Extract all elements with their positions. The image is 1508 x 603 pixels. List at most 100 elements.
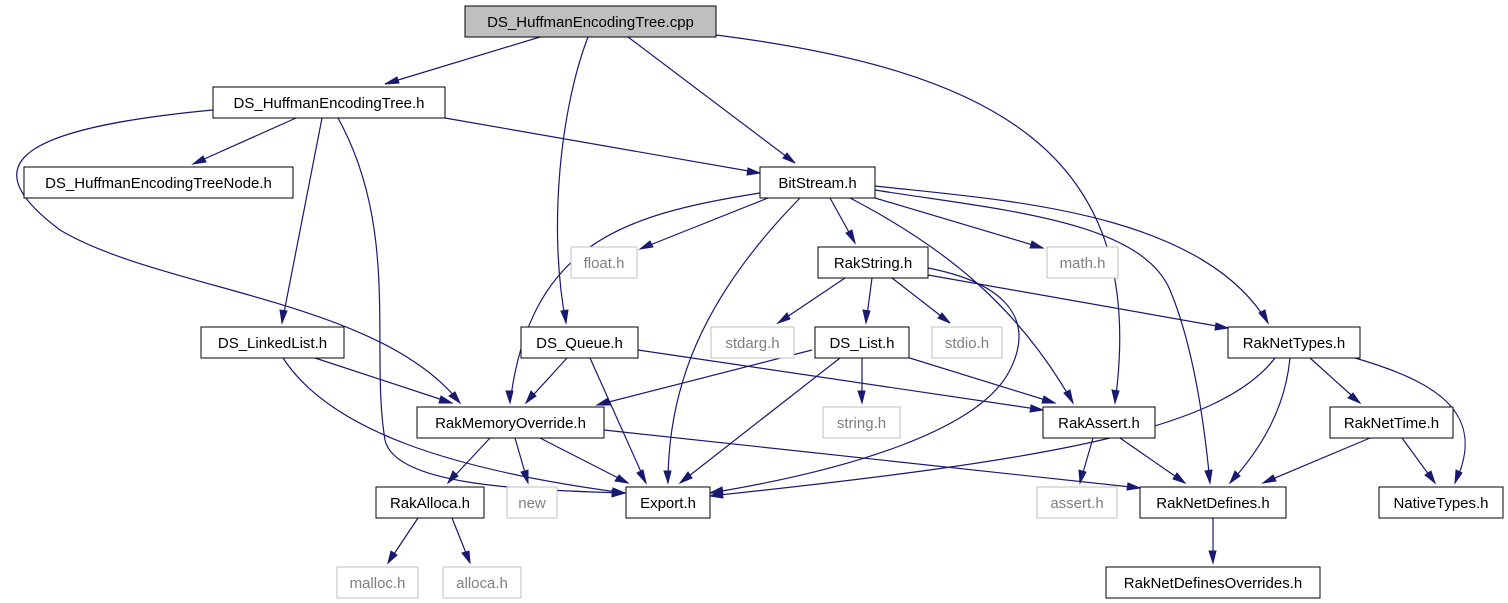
svg-text:DS_HuffmanEncodingTree.cpp: DS_HuffmanEncodingTree.cpp <box>487 14 694 31</box>
node-huffman-encoding-tree-cpp[interactable]: DS_HuffmanEncodingTree.cpp <box>464 5 717 38</box>
edge-bs-to-rnt <box>874 185 1269 325</box>
svg-text:DS_HuffmanEncodingTreeNode.h: DS_HuffmanEncodingTreeNode.h <box>45 175 272 192</box>
node-list-h[interactable]: DS_List.h <box>814 326 910 359</box>
edge-rnt-to-rtime <box>1309 357 1362 405</box>
edge-rmo-to-new <box>514 437 529 485</box>
node-layer: DS_HuffmanEncodingTree.cpp DS_HuffmanEnc… <box>23 5 1504 599</box>
svg-text:RakString.h: RakString.h <box>834 255 912 272</box>
svg-text:float.h: float.h <box>584 255 625 272</box>
node-rakassert-h[interactable]: RakAssert.h <box>1042 406 1156 439</box>
node-raknettime-h[interactable]: RakNetTime.h <box>1329 406 1454 439</box>
svg-text:DS_HuffmanEncodingTree.h: DS_HuffmanEncodingTree.h <box>234 95 425 112</box>
edge-het-to-hetn <box>191 117 297 165</box>
svg-text:RakNetTypes.h: RakNetTypes.h <box>1243 335 1346 352</box>
edge-bs-to-rakstring <box>829 197 856 245</box>
edge-layer <box>16 34 1466 565</box>
node-alloca-h[interactable]: alloca.h <box>442 566 522 599</box>
svg-text:stdio.h: stdio.h <box>945 335 989 352</box>
node-rakmemoryoverride-h[interactable]: RakMemoryOverride.h <box>416 406 605 439</box>
node-queue-h[interactable]: DS_Queue.h <box>520 326 639 359</box>
edge-list-to-string <box>857 358 866 405</box>
node-raknetdefinesoverrides-h[interactable]: RakNetDefinesOverrides.h <box>1105 566 1321 599</box>
edge-rakalloca-to-alloca <box>451 517 471 565</box>
node-math-h[interactable]: math.h <box>1046 246 1119 279</box>
edge-rs-to-list <box>862 277 873 325</box>
svg-text:BitStream.h: BitStream.h <box>778 175 856 192</box>
edge-rtime-to-rnd <box>1261 437 1371 484</box>
edge-rmo-to-export <box>539 437 630 484</box>
svg-text:stdarg.h: stdarg.h <box>725 335 779 352</box>
svg-text:DS_Queue.h: DS_Queue.h <box>536 335 623 352</box>
edge-rakalloca-to-malloc <box>387 517 419 565</box>
node-rakalloca-h[interactable]: RakAlloca.h <box>375 486 485 519</box>
edge-rnt-to-export <box>708 357 1276 499</box>
edge-rnt-to-rnd <box>1228 357 1291 485</box>
edge-queue-to-rakassert <box>637 349 1045 413</box>
svg-text:malloc.h: malloc.h <box>350 575 406 592</box>
svg-text:RakAssert.h: RakAssert.h <box>1058 415 1140 432</box>
node-raknetdefines-h[interactable]: RakNetDefines.h <box>1139 486 1287 519</box>
node-assert-h[interactable]: assert.h <box>1036 486 1118 519</box>
edge-list-to-export <box>678 357 841 485</box>
svg-text:assert.h: assert.h <box>1050 495 1103 512</box>
node-export-h[interactable]: Export.h <box>625 486 711 519</box>
svg-text:RakNetDefines.h: RakNetDefines.h <box>1156 495 1269 512</box>
node-rakstring-h[interactable]: RakString.h <box>817 246 929 279</box>
edge-bs-to-math <box>874 197 1045 249</box>
node-bitstream-h[interactable]: BitStream.h <box>759 166 876 199</box>
edge-cpp-to-bitstream <box>627 36 796 164</box>
svg-text:RakAlloca.h: RakAlloca.h <box>390 495 470 512</box>
edge-list-to-rmo <box>595 349 813 406</box>
edge-bs-to-export <box>663 197 801 485</box>
node-float-h[interactable]: float.h <box>570 246 638 279</box>
svg-text:RakMemoryOverride.h: RakMemoryOverride.h <box>435 415 586 432</box>
svg-text:string.h: string.h <box>837 415 886 432</box>
edge-cpp-to-rakassert <box>715 34 1121 405</box>
svg-text:alloca.h: alloca.h <box>456 575 508 592</box>
svg-text:RakNetDefinesOverrides.h: RakNetDefinesOverrides.h <box>1124 575 1302 592</box>
edge-het-to-bitstream <box>444 117 762 176</box>
edge-het-to-export <box>337 117 627 498</box>
node-raknettypes-h[interactable]: RakNetTypes.h <box>1227 326 1361 359</box>
edge-bs-to-float <box>638 197 769 250</box>
node-string-h[interactable]: string.h <box>822 406 901 439</box>
node-malloc-h[interactable]: malloc.h <box>336 566 419 599</box>
edge-rs-to-rnt <box>927 274 1230 331</box>
edge-het-to-rmo <box>16 109 462 405</box>
edge-rnd-to-rndo <box>1208 518 1217 565</box>
edge-rs-to-export <box>708 267 1020 495</box>
edge-ra-to-rnd <box>1119 437 1187 485</box>
edge-queue-to-export <box>589 357 647 485</box>
node-new[interactable]: new <box>506 486 558 519</box>
edge-cpp-to-het <box>384 36 541 85</box>
edge-queue-to-rmo <box>524 357 568 405</box>
edge-rnt-to-nt <box>1354 357 1466 485</box>
node-nativetypes-h[interactable]: NativeTypes.h <box>1378 486 1504 519</box>
edge-het-to-linkedlist <box>279 117 323 325</box>
edge-rtime-to-nt <box>1401 437 1437 485</box>
node-stdarg-h[interactable]: stdarg.h <box>710 326 795 359</box>
svg-text:math.h: math.h <box>1060 255 1106 272</box>
edge-list-to-rakassert <box>899 354 1057 404</box>
edge-bs-to-rnd <box>874 189 1213 485</box>
edge-bs-to-rmo <box>505 192 761 405</box>
node-stdio-h[interactable]: stdio.h <box>931 326 1003 359</box>
edge-rmo-to-rakalloca <box>446 437 491 485</box>
svg-text:RakNetTime.h: RakNetTime.h <box>1344 415 1439 432</box>
edge-bs-to-rakassert <box>849 197 1074 405</box>
edge-rs-to-stdarg <box>776 277 846 325</box>
node-huffman-encoding-tree-node-h[interactable]: DS_HuffmanEncodingTreeNode.h <box>23 166 294 199</box>
node-linkedlist-h[interactable]: DS_LinkedList.h <box>200 326 345 359</box>
node-huffman-encoding-tree-h[interactable]: DS_HuffmanEncodingTree.h <box>212 86 446 119</box>
edge-ll-to-rmo <box>314 357 454 404</box>
edge-ra-to-assert <box>1078 437 1094 485</box>
svg-text:DS_List.h: DS_List.h <box>829 335 894 352</box>
svg-text:Export.h: Export.h <box>640 495 696 512</box>
svg-text:new: new <box>518 495 546 512</box>
edge-rmo-to-rnd <box>603 429 1142 491</box>
svg-text:DS_LinkedList.h: DS_LinkedList.h <box>218 335 327 352</box>
edge-cpp-to-queue <box>556 36 589 325</box>
edge-rs-to-stdio <box>891 277 951 324</box>
